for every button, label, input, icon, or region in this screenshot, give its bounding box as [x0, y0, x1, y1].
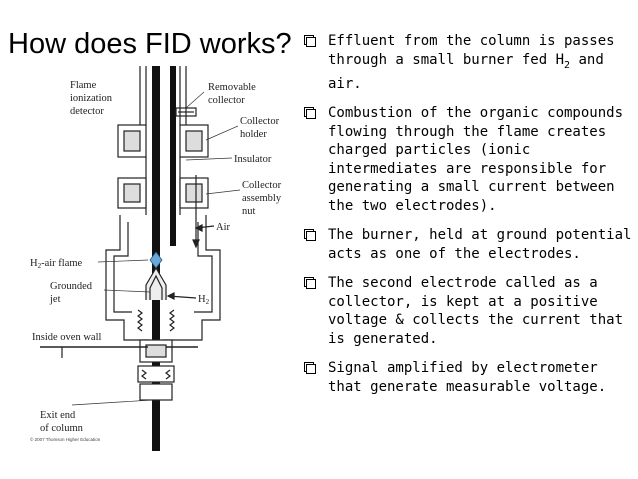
- checkbox-bullet-icon: [304, 229, 316, 242]
- label-grounded-2: jet: [49, 294, 61, 305]
- label-flame-2: ionization: [70, 93, 113, 104]
- bullet-item-2: Combustion of the organic compounds flow…: [302, 104, 636, 215]
- label-insulator: Insulator: [234, 154, 272, 165]
- bullet-item-1: Effluent from the column is passes throu…: [302, 32, 636, 93]
- fid-diagram: Flame ionization detector Removable coll…: [30, 66, 282, 451]
- label-holder-1: Collector: [240, 116, 280, 127]
- label-removable-1: Removable: [208, 82, 256, 93]
- label-assembly-1: Collector: [242, 180, 282, 191]
- label-holder-2: holder: [240, 129, 267, 140]
- label-grounded-1: Grounded: [50, 281, 93, 292]
- label-flame-1: Flame: [70, 80, 97, 91]
- label-exit-2: of column: [40, 423, 84, 434]
- flame-icon: [149, 251, 163, 269]
- label-air: Air: [216, 222, 231, 233]
- label-flame-3: detector: [70, 106, 104, 117]
- bullet-list: Effluent from the column is passes throu…: [302, 32, 636, 407]
- slide-title: How does FID works?: [8, 28, 292, 60]
- copyright-text: © 2007 Thomson Higher Education: [30, 436, 101, 442]
- checkbox-bullet-icon: [304, 362, 316, 375]
- checkbox-bullet-icon: [304, 107, 316, 120]
- bullet-item-4: The second electrode called as a collect…: [302, 274, 636, 348]
- label-oven-wall: Inside oven wall: [32, 332, 101, 343]
- label-h2-air-flame: H2-air flame: [30, 258, 83, 270]
- label-removable-2: collector: [208, 95, 245, 106]
- checkbox-bullet-icon: [304, 277, 316, 290]
- checkbox-bullet-icon: [304, 35, 316, 47]
- label-assembly-2: assembly: [242, 193, 282, 204]
- bullet-item-5: Signal amplified by electrometer that ge…: [302, 359, 636, 396]
- label-h2: H2: [198, 294, 210, 306]
- label-assembly-3: nut: [242, 206, 256, 217]
- bullet-item-3: The burner, held at ground potential act…: [302, 226, 636, 263]
- label-exit-1: Exit end: [40, 410, 76, 421]
